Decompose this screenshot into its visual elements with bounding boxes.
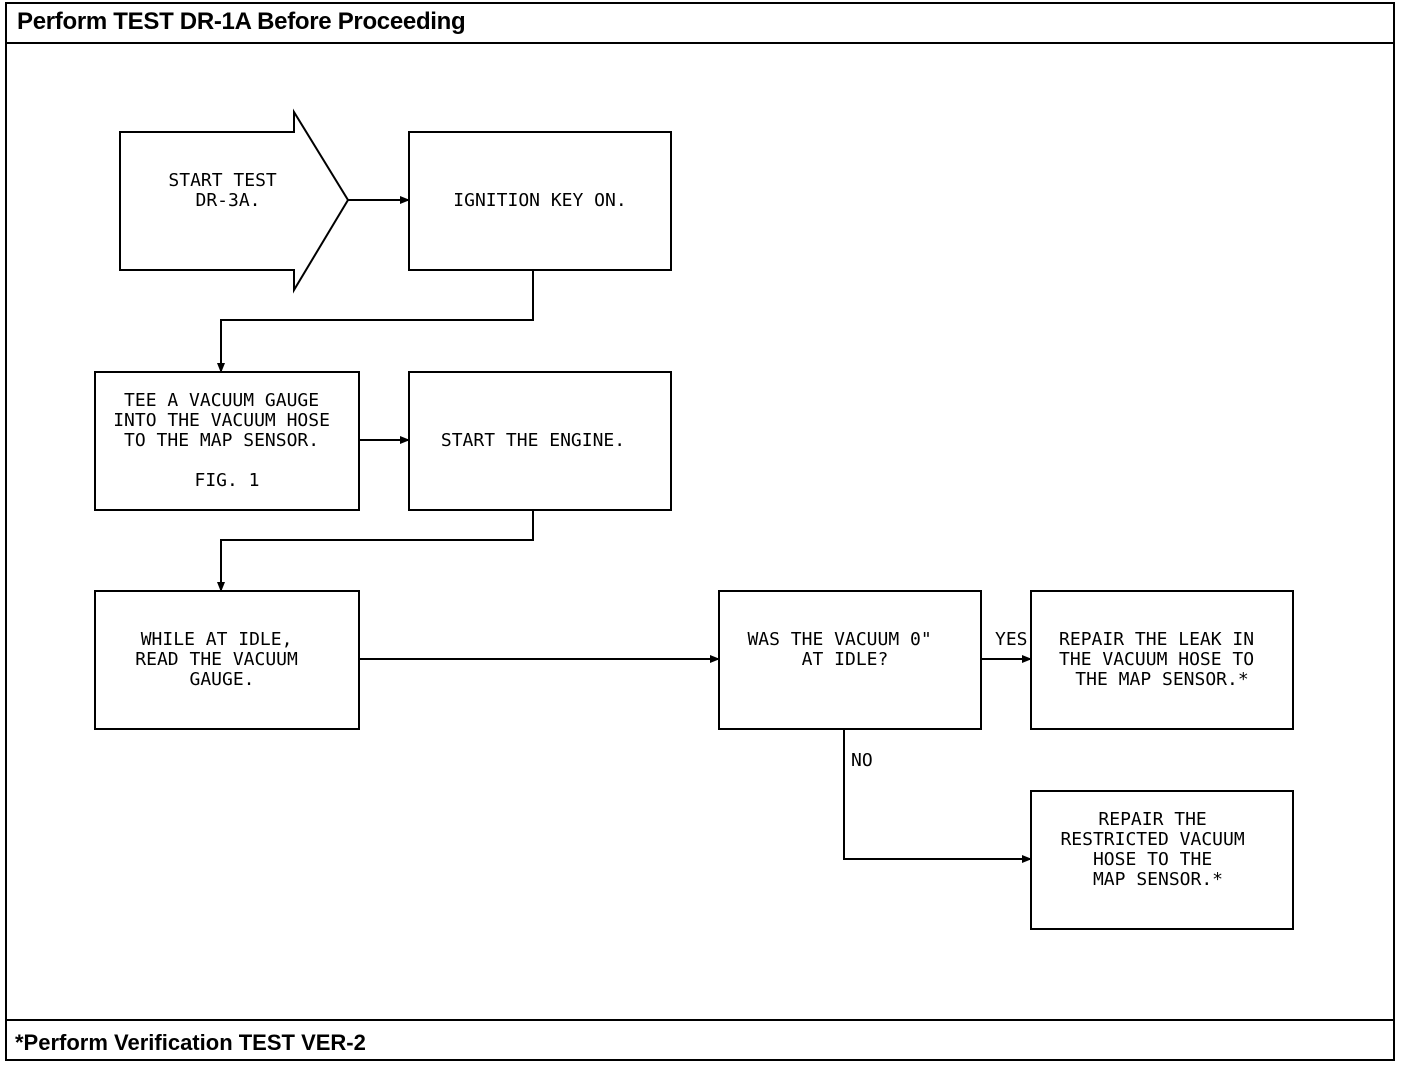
edge-engine-read <box>217 510 534 592</box>
footer-bar <box>5 1019 1395 1061</box>
yes-label: YES <box>995 629 1028 650</box>
no-label: NO <box>851 750 873 771</box>
tee-gauge-text: TEE A VACUUM GAUGE INTO THE VACUUM HOSE … <box>113 390 341 491</box>
footer-note: *Perform Verification TEST VER-2 <box>15 1030 366 1055</box>
edge-ignition-tee <box>217 270 534 373</box>
start-engine-text: START THE ENGINE. <box>441 430 625 451</box>
header-bar <box>5 2 1395 44</box>
read-gauge-text: WHILE AT IDLE, READ THE VACUUM GAUGE. <box>135 629 308 690</box>
edge-decision-no <box>843 729 1032 863</box>
page-frame <box>5 2 1395 1061</box>
start-text: START TEST DR-3A. <box>168 170 287 211</box>
ignition-text: IGNITION KEY ON. <box>453 190 626 211</box>
start-arrow-shape <box>119 108 350 294</box>
page-title: Perform TEST DR-1A Before Proceeding <box>17 8 466 35</box>
decision-text: WAS THE VACUUM 0" AT IDLE? <box>747 629 942 670</box>
repair-leak-text: REPAIR THE LEAK IN THE VACUUM HOSE TO TH… <box>1059 629 1265 690</box>
repair-restricted-text: REPAIR THE RESTRICTED VACUUM HOSE TO THE… <box>1060 809 1255 890</box>
